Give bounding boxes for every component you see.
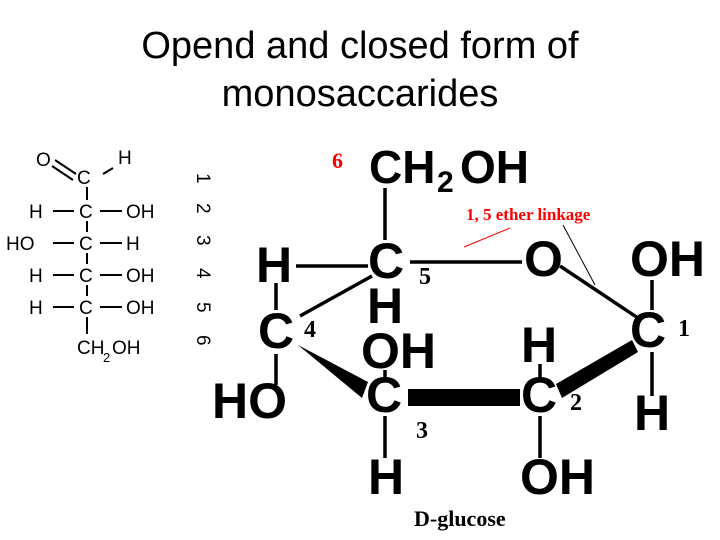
- page-title: Opend and closed form of monosaccarides: [0, 22, 720, 118]
- ring-c3-oh: OH: [361, 323, 436, 379]
- c3-carbon: C: [79, 234, 93, 255]
- ring-number-6: 6: [332, 148, 343, 173]
- carbon-number-5: 5: [192, 302, 213, 313]
- carbon-number-1: 1: [192, 173, 213, 184]
- o-c1-bond: [559, 264, 639, 320]
- c4-right: OH: [126, 266, 155, 287]
- double-bond-lower: [51, 165, 74, 181]
- ring-c6-subscript: 2: [437, 166, 454, 199]
- ring-oxygen: O: [524, 231, 563, 287]
- c2-c1-wedge: [556, 340, 638, 398]
- carbon-number-2: 2: [192, 203, 213, 214]
- ring-c2-h: H: [521, 317, 557, 373]
- c4-c5-bond: [299, 274, 373, 318]
- ring-c4-carbon: C: [258, 303, 294, 359]
- c3-c2-bond: [408, 389, 520, 406]
- c4-carbon: C: [79, 266, 93, 287]
- c6-subscript: 2: [103, 350, 110, 365]
- ring-structure: CH 2 OH 6 1, 5 ether linkage C 5 H H O C…: [212, 141, 705, 531]
- ring-number-1: 1: [678, 316, 690, 342]
- ring-c3-h: H: [368, 449, 404, 505]
- open-chain-structure: O C H H C OH HO C H H C OH H C OH CH 2 O…: [6, 148, 155, 365]
- c6-oh: OH: [112, 338, 141, 359]
- c4-left: H: [29, 266, 43, 287]
- ether-linkage-label: 1, 5 ether linkage: [466, 205, 591, 224]
- annotation-pointer-left: [463, 227, 511, 248]
- ring-caption: D-glucose: [414, 506, 506, 531]
- c4-c3-wedge: [298, 345, 368, 398]
- carbon-numbers: 1 2 3 4 5 6: [192, 173, 213, 346]
- title-line-1: Opend and closed form of: [141, 25, 579, 67]
- c2-carbon: C: [79, 202, 93, 223]
- c5-right: OH: [126, 298, 155, 319]
- ring-c6-oh: OH: [460, 141, 529, 193]
- c1-h-bond: [102, 167, 114, 175]
- aldehyde-oxygen: O: [36, 150, 51, 171]
- carbon-number-3: 3: [192, 235, 213, 246]
- c5-left: H: [29, 298, 43, 319]
- ring-c1-h: H: [634, 385, 670, 441]
- ring-c4-ho: HO: [212, 373, 287, 429]
- c2-right: OH: [126, 202, 155, 223]
- ring-c1-oh: OH: [630, 231, 705, 287]
- ring-c2-oh: OH: [520, 449, 595, 505]
- ring-number-3: 3: [416, 418, 428, 444]
- ring-c5-down-h: H: [367, 278, 403, 334]
- c5-carbon: C: [79, 298, 93, 319]
- c3-right: H: [126, 234, 140, 255]
- ring-c5-carbon: C: [368, 233, 404, 289]
- c1-carbon: C: [77, 168, 91, 189]
- double-bond-upper: [54, 159, 77, 175]
- ring-c5-left-h: H: [256, 237, 292, 293]
- c3-left: HO: [6, 234, 35, 255]
- annotation-pointer-right: [562, 224, 596, 286]
- ring-number-4: 4: [304, 317, 316, 343]
- ring-number-2: 2: [570, 390, 582, 416]
- carbon-number-6: 6: [192, 335, 213, 346]
- ring-number-5: 5: [419, 264, 431, 290]
- title-line-2: monosaccarides: [221, 73, 499, 115]
- ring-c6-ch: CH: [369, 141, 435, 193]
- carbon-number-4: 4: [192, 268, 213, 279]
- c1-hydrogen: H: [118, 148, 132, 169]
- c6-ch: CH: [77, 338, 104, 359]
- c2-left: H: [29, 202, 43, 223]
